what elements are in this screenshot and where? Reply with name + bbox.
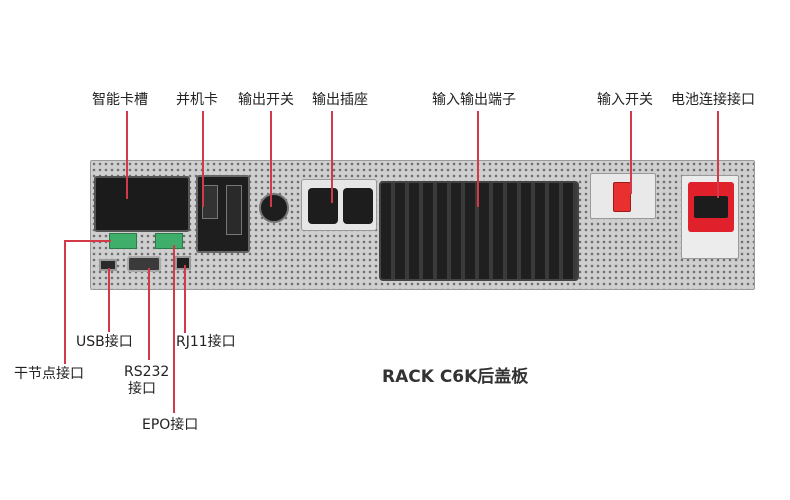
label-output-socket: 输出插座 bbox=[312, 92, 368, 108]
callout-rj11 bbox=[184, 265, 186, 333]
output-socket-left bbox=[308, 188, 338, 224]
callout-io-terminal bbox=[477, 111, 479, 207]
callout-output-switch bbox=[270, 111, 272, 207]
io-terminal-block bbox=[379, 181, 579, 281]
smart-card-slot bbox=[94, 176, 190, 232]
label-epo-port: EPO接口 bbox=[142, 417, 199, 433]
label-smart-card-slot: 智能卡槽 bbox=[92, 92, 148, 108]
output-socket-right bbox=[343, 188, 373, 224]
epo-terminal bbox=[155, 233, 183, 249]
dry-contact-terminal bbox=[109, 233, 137, 249]
label-parallel-card: 并机卡 bbox=[176, 92, 218, 108]
callout-output-socket bbox=[331, 111, 333, 203]
callout-usb bbox=[108, 268, 110, 332]
rear-panel-chassis bbox=[90, 160, 755, 290]
battery-connector bbox=[688, 182, 734, 232]
rj11-port bbox=[175, 256, 191, 270]
output-switch bbox=[259, 193, 289, 223]
callout-rs232 bbox=[148, 268, 150, 360]
callout-dry-contact-h bbox=[64, 240, 111, 242]
parallel-card bbox=[196, 175, 250, 253]
label-usb-port: USB接口 bbox=[76, 334, 133, 350]
callout-parallel-card bbox=[202, 111, 204, 207]
diagram-caption: RACK C6K后盖板 bbox=[382, 367, 529, 387]
label-rs232-line2: 接口 bbox=[128, 381, 156, 397]
label-output-switch: 输出开关 bbox=[238, 92, 294, 108]
label-dry-contact-port: 干节点接口 bbox=[14, 366, 84, 382]
input-switch-plate bbox=[590, 173, 656, 219]
callout-battery-port bbox=[717, 111, 719, 198]
callout-input-switch bbox=[630, 111, 632, 194]
callout-dry-contact-v bbox=[64, 240, 66, 364]
output-socket-panel bbox=[301, 179, 377, 231]
input-switch bbox=[613, 182, 631, 212]
label-rj11-port: RJ11接口 bbox=[176, 334, 236, 350]
label-battery-port: 电池连接接口 bbox=[671, 92, 755, 108]
callout-epo bbox=[173, 245, 175, 413]
label-input-switch: 输入开关 bbox=[597, 92, 653, 108]
battery-connector-plate bbox=[681, 175, 739, 259]
label-io-terminal: 输入输出端子 bbox=[432, 92, 516, 108]
rs232-port bbox=[127, 256, 161, 272]
callout-smart-card-slot bbox=[126, 111, 128, 199]
label-rs232-line1: RS232 bbox=[124, 364, 170, 380]
